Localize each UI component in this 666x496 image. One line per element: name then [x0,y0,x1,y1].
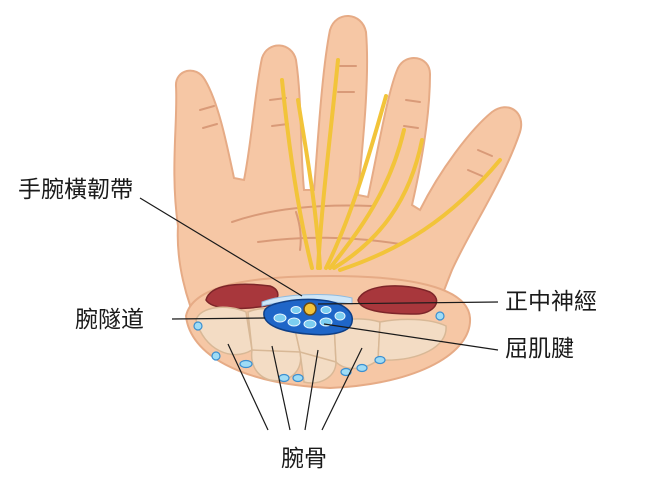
label-carpal-bones: 腕骨 [281,448,327,471]
label-carpal-tunnel: 腕隧道 [75,309,144,332]
label-flexor-tendon: 屈肌腱 [505,338,574,361]
label-median-nerve: 正中神經 [505,291,597,314]
label-transverse-carpal-ligament: 手腕橫韌帶 [18,179,133,202]
median-nerve-core [304,303,316,315]
hypothenar-muscle [358,286,437,314]
